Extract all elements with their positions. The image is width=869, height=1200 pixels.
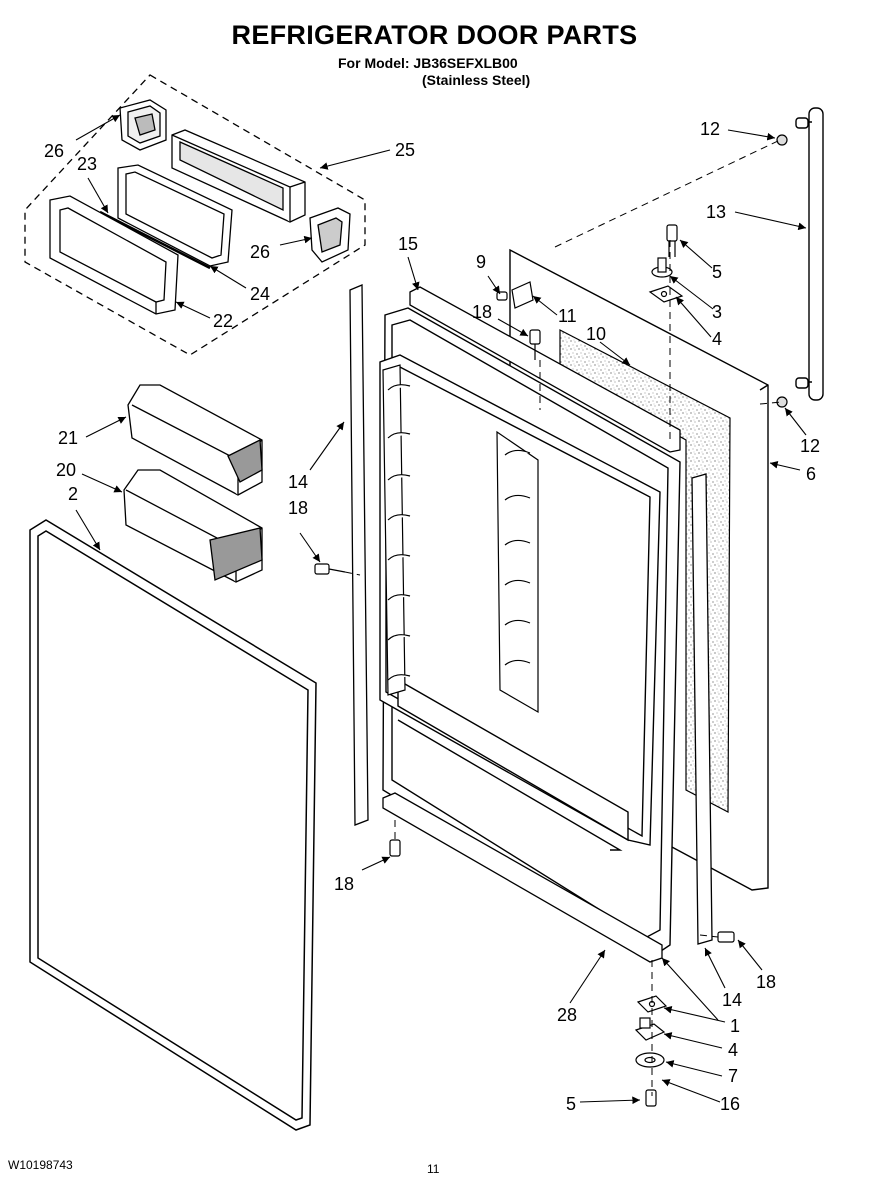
page-title: REFRIGERATOR DOOR PARTS (231, 20, 638, 50)
callout-labels: 26 23 25 26 24 22 15 9 11 18 10 12 13 5 … (44, 119, 820, 1114)
callout-10: 10 (586, 324, 606, 344)
callout-4: 4 (712, 329, 722, 349)
part-16-bottom-screw (645, 1089, 657, 1107)
document-number: W10198743 (8, 1158, 73, 1172)
callout-7: 7 (728, 1066, 738, 1086)
part-24-frame (117, 164, 233, 267)
callout-4: 4 (728, 1040, 738, 1060)
callout-25: 25 (395, 140, 415, 160)
callout-1: 1 (730, 1016, 740, 1036)
part-18-screw-c (389, 839, 401, 857)
part-4-hinge-plate-bottom (634, 1017, 666, 1041)
part-21-door-bin (127, 384, 263, 496)
part-9-screw (496, 291, 508, 301)
callout-16: 16 (720, 1094, 740, 1114)
part-26-end-cap-right (309, 207, 351, 263)
callout-5: 5 (712, 262, 722, 282)
part-23-strip (99, 210, 211, 270)
callout-14: 14 (288, 472, 308, 492)
model-line: For Model: JB36SEFXLB00 (338, 55, 518, 71)
callout-22: 22 (213, 311, 233, 331)
callout-26: 26 (44, 141, 64, 161)
part-7-washer (635, 1052, 665, 1068)
part-4-hinge-plate-top (648, 285, 684, 303)
callout-28: 28 (557, 1005, 577, 1025)
callout-18: 18 (472, 302, 492, 322)
callout-18: 18 (334, 874, 354, 894)
callout-18: 18 (756, 972, 776, 992)
callout-6: 6 (806, 464, 816, 484)
part-2-door-gasket (29, 519, 317, 1131)
part-14-trim-left (349, 284, 369, 826)
shelf-rail-left (382, 364, 411, 696)
model-info: For Model: JB36SEFXLB00 (Stainless Steel… (338, 55, 530, 89)
part-25-dairy-bin (171, 129, 306, 223)
leader-lines (75, 114, 807, 1105)
callout-12: 12 (700, 119, 720, 139)
callout-11: 11 (558, 306, 577, 326)
part-3-hinge-pin-top (651, 257, 673, 278)
part-14-trim-right (691, 473, 713, 945)
callout-5: 5 (566, 1094, 576, 1114)
shelf-rail-right (496, 430, 539, 714)
assembly-guide-lines (344, 139, 783, 1096)
callout-12: 12 (800, 436, 820, 456)
callout-23: 23 (77, 154, 97, 174)
callout-15: 15 (398, 234, 418, 254)
callout-18: 18 (288, 498, 308, 518)
finish-line: (Stainless Steel) (422, 72, 531, 88)
part-18-screw-b (314, 563, 346, 575)
part-13-handle (795, 107, 824, 401)
part-12-handle-mount (776, 134, 788, 408)
callout-24: 24 (250, 284, 270, 304)
callout-26: 26 (250, 242, 270, 262)
callout-9: 9 (476, 252, 486, 272)
part-22-bin-door (49, 195, 179, 315)
page-number: 11 (427, 1162, 440, 1176)
part-15-top-trim (409, 286, 681, 453)
part-20-door-bin (123, 469, 263, 583)
callout-20: 20 (56, 460, 76, 480)
part-5-hinge-screw-top (666, 224, 678, 257)
callout-2: 2 (68, 484, 78, 504)
part-18-screw-d (717, 931, 735, 943)
callout-13: 13 (706, 202, 726, 222)
part-26-end-cap-left (119, 99, 167, 151)
part-18-screw-a (529, 329, 541, 360)
callout-14: 14 (722, 990, 742, 1010)
callout-3: 3 (712, 302, 722, 322)
callout-21: 21 (58, 428, 78, 448)
